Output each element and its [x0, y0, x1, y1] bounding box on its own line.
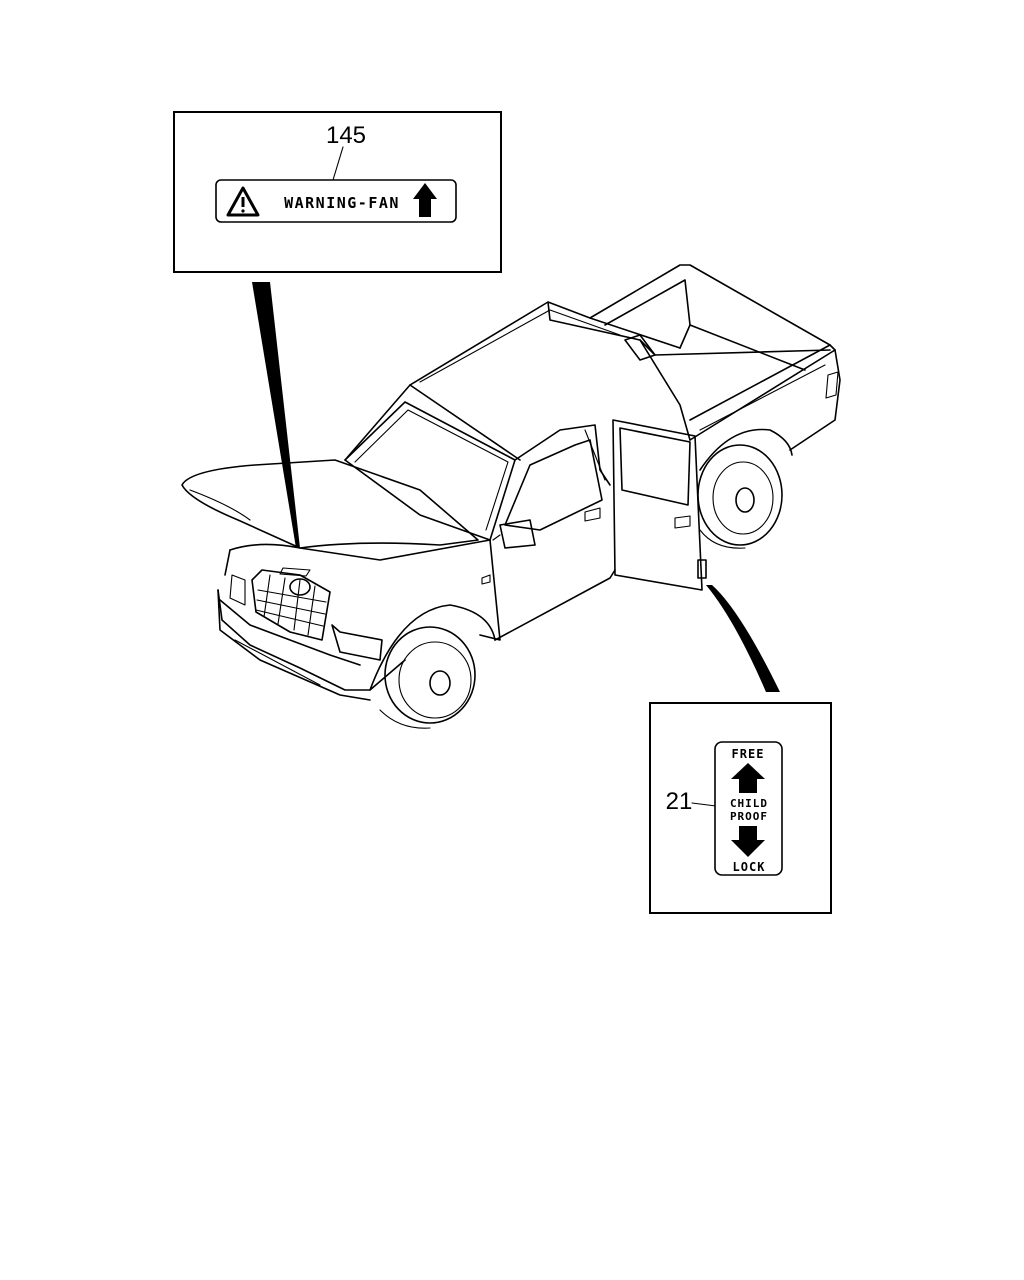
callout-145: 145 WARNING-FAN — [173, 111, 502, 273]
child-text: CHILD — [730, 797, 768, 810]
open-rear-door — [612, 419, 707, 591]
leader-21 — [706, 585, 780, 692]
arrow-up-icon — [731, 763, 765, 793]
callout-21: 21 FREE CHILD PROOF LOCK — [649, 702, 832, 914]
pickup-bed — [589, 264, 841, 451]
warning-triangle-icon — [226, 186, 260, 217]
part-number-145: 145 — [326, 122, 366, 149]
part-number-21: 21 — [666, 788, 693, 815]
arrow-up-icon — [413, 183, 437, 217]
leader-145 — [252, 282, 300, 548]
truck-illustration — [181, 264, 841, 729]
arrow-down-icon — [731, 826, 765, 857]
child-proof-label: FREE CHILD PROOF LOCK — [714, 741, 783, 876]
free-text: FREE — [732, 747, 765, 761]
proof-text: PROOF — [730, 810, 768, 823]
lock-text: LOCK — [733, 860, 766, 874]
warning-fan-text: WARNING-FAN — [284, 194, 400, 212]
warning-fan-label: WARNING-FAN — [215, 179, 457, 223]
grille — [251, 569, 331, 641]
